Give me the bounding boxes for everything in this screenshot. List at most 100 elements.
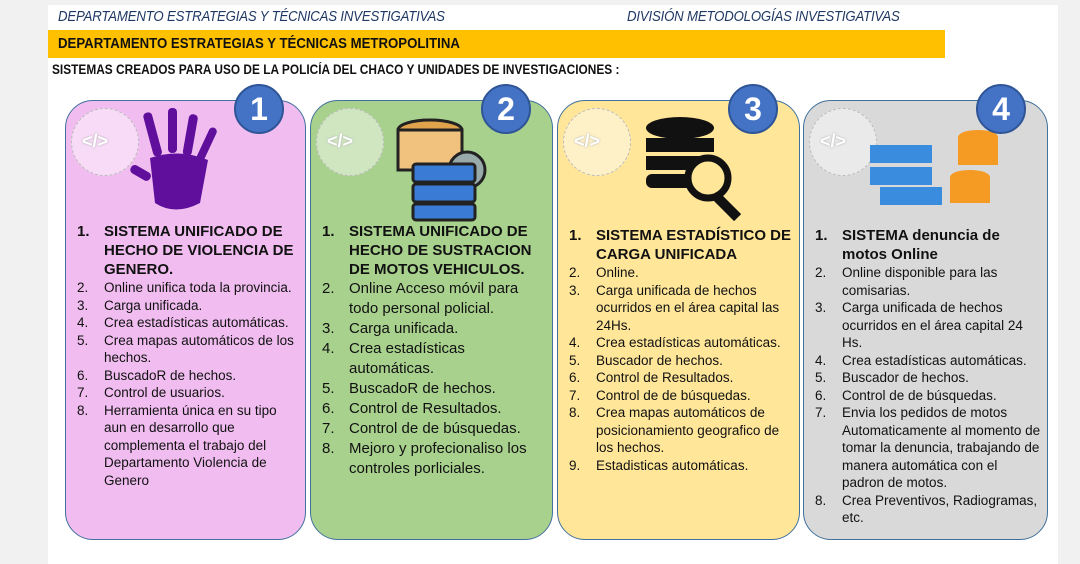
item-number: 2.	[77, 280, 89, 295]
item-text: Buscador de hechos.	[842, 370, 969, 385]
feature-item: 7.Control de de búsquedas.	[569, 387, 794, 405]
title-text: SISTEMA denuncia de motos Online	[842, 227, 1000, 263]
item-number: 3.	[322, 320, 335, 337]
feature-item: 5. Crea mapas automáticos de los hechos.	[77, 332, 300, 367]
item-number: 8.	[77, 402, 89, 418]
item-number: 5.	[815, 370, 827, 385]
item-text: Crea Preventivos, Radiogramas, etc.	[842, 492, 1038, 526]
item-text: Estadisticas automáticas.	[596, 457, 749, 473]
item-number: 6.	[322, 400, 335, 417]
system-title: 1. SISTEMA UNIFICADO DE HECHO DE VIOLENCI…	[77, 222, 300, 279]
feature-item: 2. Online disponible para las comisarias.	[815, 264, 1042, 299]
title-number: 1.	[569, 227, 582, 244]
item-text: Carga unificada de hechos ocurridos en e…	[596, 282, 780, 333]
feature-item: 5.Buscador de hechos.	[569, 352, 794, 370]
item-number: 5.	[322, 380, 335, 397]
item-number: 7.	[322, 420, 335, 437]
item-number: 4.	[569, 335, 581, 350]
item-number: 6.	[815, 387, 827, 403]
feature-item: 4. Crea estadísticas automáticas.	[77, 314, 300, 332]
item-number: 8.	[815, 492, 827, 508]
feature-item: 9. Estadisticas automáticas.	[569, 457, 794, 475]
title-text: SISTEMA UNIFICADO DE HECHO DE VIOLENCIA …	[104, 223, 294, 278]
title-number: 1.	[815, 227, 828, 244]
item-text: Crea estadísticas automáticas.	[842, 352, 1027, 368]
item-number: 4.	[322, 340, 335, 357]
item-text: Crea estadísticas automáticas.	[349, 340, 465, 377]
feature-item: 8. Crea Preventivos, Radiogramas, etc.	[815, 492, 1042, 527]
feature-item: 8.Mejoro y profecionaliso los controles …	[322, 439, 547, 479]
division-logo: </>	[563, 108, 631, 176]
item-number: 2.	[569, 265, 581, 280]
system-description: 1.SISTEMA UNIFICADO DE HECHO DE SUSTRACI…	[322, 222, 547, 479]
department-title: DEPARTAMENTO ESTRATEGIAS Y TÉCNICAS INVE…	[58, 8, 445, 25]
item-number: 5.	[77, 332, 89, 348]
item-text: Online disponible para las comisarias.	[842, 265, 998, 298]
item-text: Crea estadísticas automáticas.	[104, 315, 289, 330]
item-number: 4.	[77, 315, 89, 330]
item-number: 6.	[569, 370, 581, 385]
feature-item: 6. BuscadoR de hechos.	[77, 367, 300, 385]
feature-item: 6.Control de de búsquedas.	[815, 387, 1042, 405]
item-number: 9.	[569, 457, 581, 473]
feature-item: 6. Control de Resultados.	[569, 369, 794, 387]
division-title: DIVISIÓN METODOLOGÍAS INVESTIGATIVAS	[627, 8, 900, 25]
metropolitan-band: DEPARTAMENTO ESTRATEGIAS Y TÉCNICAS METR…	[48, 30, 945, 58]
feature-item: 2.Online Acceso móvil para todo personal…	[322, 279, 547, 319]
systems-subtitle: SISTEMAS CREADOS PARA USO DE LA POLICÍA …	[52, 62, 620, 77]
database-server-icon	[385, 112, 495, 227]
title-number: 1.	[77, 223, 90, 240]
item-number: 2.	[815, 265, 827, 280]
feature-item: 4. Crea estadísticas automáticas.	[815, 352, 1042, 370]
item-number: 4.	[815, 352, 827, 368]
item-number: 7.	[815, 405, 827, 420]
feature-item: 3. Carga unificada.	[322, 319, 547, 339]
division-logo: </>	[809, 108, 877, 176]
item-text: Online.	[596, 265, 639, 280]
system-title: 1. SISTEMA ESTADÍSTICO DE CARGA UNIFICADA	[569, 226, 794, 264]
card-number-badge: 3	[728, 84, 778, 134]
feature-item: 8. Herramienta única en su tipo aun en de…	[77, 402, 300, 490]
title-text: SISTEMA ESTADÍSTICO DE CARGA UNIFICADA	[596, 227, 792, 263]
item-text: Carga unificada de hechos ocurridos en e…	[842, 300, 1023, 350]
feature-item: 2. Online.	[569, 264, 794, 282]
item-text: Carga unificada.	[349, 320, 459, 337]
item-text: Control de de búsquedas.	[349, 420, 521, 437]
feature-item: 7. Control de de búsquedas.	[322, 419, 547, 439]
item-number: 6.	[77, 367, 89, 383]
card-number-badge: 2	[481, 84, 531, 134]
item-text: Buscador de hechos.	[596, 352, 723, 368]
database-search-icon	[640, 112, 750, 227]
item-number: 7.	[77, 385, 89, 400]
item-number: 3.	[77, 297, 89, 313]
feature-item: 3. Carga unificada de hechos ocurridos en…	[569, 282, 794, 335]
item-text: Crea mapas automáticos de los hechos.	[104, 332, 294, 366]
feature-item: 3. Carga unificada de hechos ocurridos en…	[815, 299, 1042, 352]
system-title: 1.SISTEMA UNIFICADO DE HECHO DE SUSTRACI…	[322, 222, 547, 279]
feature-item: 4. Crea estadísticas automáticas.	[569, 334, 794, 352]
item-text: Herramienta única en su tipo aun en desa…	[104, 402, 277, 488]
item-text: Crea mapas automáticos de posicionamient…	[596, 405, 780, 455]
item-text: Carga unificada.	[104, 297, 203, 313]
feature-item: 2.Online unifica toda la provincia.	[77, 279, 300, 297]
division-logo: </>	[316, 108, 384, 176]
item-text: Envia los pedidos de motos Automaticamen…	[842, 405, 1041, 490]
item-number: 8.	[322, 440, 335, 457]
card-number-badge: 4	[976, 84, 1026, 134]
item-text: Crea estadísticas automáticas.	[596, 335, 781, 350]
handprint-icon	[130, 108, 230, 223]
item-number: 3.	[815, 300, 827, 315]
item-text: Control de Resultados.	[596, 370, 734, 385]
system-title: 1. SISTEMA denuncia de motos Online	[815, 226, 1042, 264]
title-number: 1.	[322, 223, 335, 240]
feature-item: 4. Crea estadísticas automáticas.	[322, 339, 547, 379]
feature-item: 8. Crea mapas automáticos de posicionamie…	[569, 404, 794, 457]
feature-item: 7.Control de usuarios.	[77, 384, 300, 402]
item-number: 8.	[569, 405, 581, 420]
feature-item: 5.BuscadoR de hechos.	[322, 379, 547, 399]
item-text: BuscadoR de hechos.	[104, 367, 237, 383]
item-text: Control de Resultados.	[349, 400, 502, 417]
item-number: 3.	[569, 282, 581, 298]
server-database-icon	[860, 125, 1010, 220]
system-description: 1. SISTEMA ESTADÍSTICO DE CARGA UNIFICADA…	[569, 226, 794, 474]
